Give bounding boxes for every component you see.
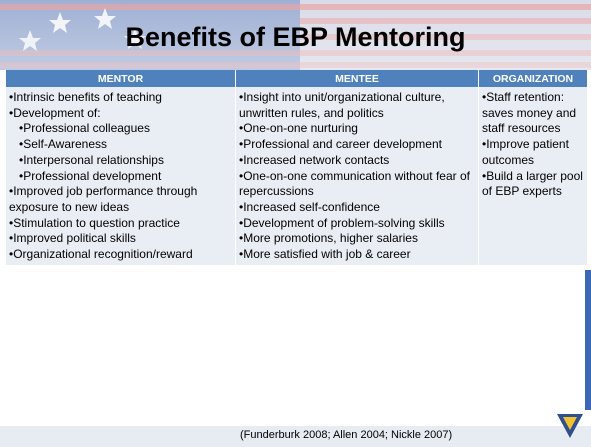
table-row: Intrinsic benefits of teaching Developme…: [6, 87, 587, 265]
slide-title: Benefits of EBP Mentoring: [125, 22, 466, 52]
list-item: More satisfied with job & career: [239, 247, 477, 263]
list-item: One-on-one nurturing: [239, 121, 477, 137]
list-item: Development of:: [9, 106, 234, 122]
list-item: Improved job performance through exposur…: [9, 184, 234, 215]
table-header-row: MENTOR MENTEE ORGANIZATION: [6, 70, 587, 87]
benefits-table: MENTOR MENTEE ORGANIZATION Intrinsic ben…: [6, 70, 587, 265]
list-item: Insight into unit/organizational culture…: [239, 90, 477, 121]
citation: (Funderburk 2008; Allen 2004; Nickle 200…: [240, 429, 453, 441]
list-item: More promotions, higher salaries: [239, 231, 477, 247]
header-mentor: MENTOR: [6, 70, 236, 87]
list-item: Increased network contacts: [239, 153, 477, 169]
list-item: Professional development: [9, 169, 234, 185]
list-item: Professional and career development: [239, 137, 477, 153]
organization-cell: Staff retention: saves money and staff r…: [478, 87, 587, 265]
mentor-cell: Intrinsic benefits of teaching Developme…: [6, 87, 236, 265]
list-item: Self-Awareness: [9, 137, 234, 153]
list-item: Increased self-confidence: [239, 200, 477, 216]
list-item: Interpersonal relationships: [9, 153, 234, 169]
list-item: Organizational recognition/reward: [9, 247, 234, 263]
right-edge-stripe: [585, 270, 591, 410]
list-item: Improve patient outcomes: [482, 137, 586, 168]
shield-badge-icon: [557, 414, 583, 438]
list-item: Development of problem-solving skills: [239, 216, 477, 232]
header-mentee: MENTEE: [235, 70, 479, 87]
header-organization: ORGANIZATION: [478, 70, 587, 87]
list-item: Improved political skills: [9, 231, 234, 247]
list-item: Build a larger pool of EBP experts: [482, 169, 586, 200]
footer-bar: [0, 426, 591, 447]
list-item: Staff retention: saves money and staff r…: [482, 90, 586, 137]
list-item: Professional colleagues: [9, 121, 234, 137]
list-item: Intrinsic benefits of teaching: [9, 90, 234, 106]
list-item: Stimulation to question practice: [9, 216, 234, 232]
mentee-cell: Insight into unit/organizational culture…: [235, 87, 479, 265]
list-item: One-on-one communication without fear of…: [239, 169, 477, 200]
